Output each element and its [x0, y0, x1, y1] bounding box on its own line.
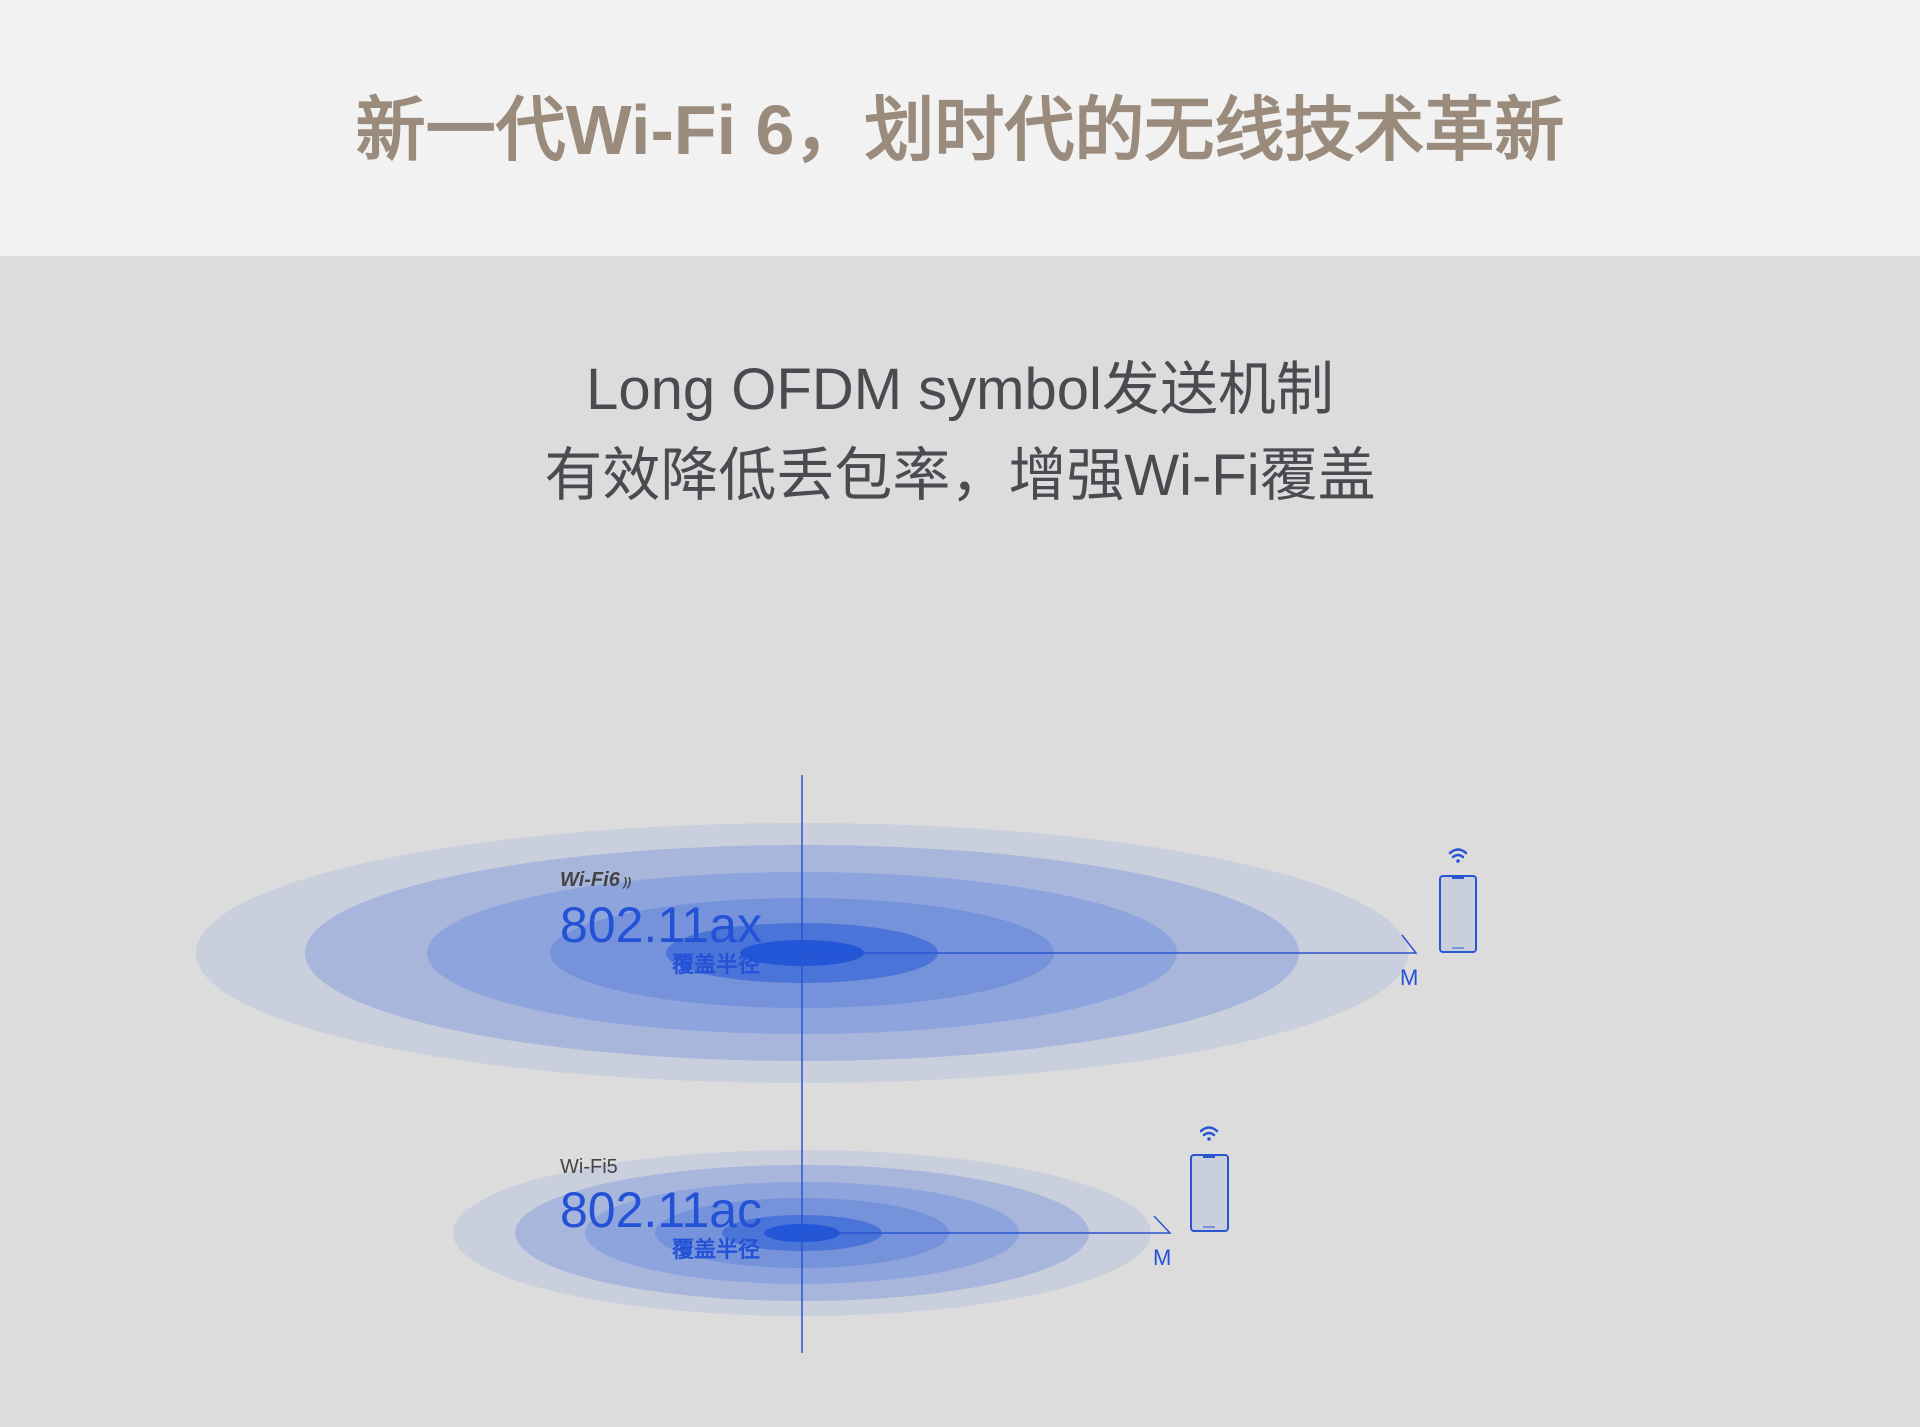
wifi6-tag: Wi-Fi6 )): [560, 869, 632, 891]
page-title: 新一代Wi-Fi 6，划时代的无线技术革新: [355, 91, 1565, 169]
wifi6-coverage: M: [196, 823, 1477, 1083]
radius-marker: M: [1153, 1245, 1171, 1270]
radius-line: [802, 934, 1418, 954]
radius-line: [802, 1215, 1172, 1234]
wifi5-radius-label: 覆盖半径: [671, 1237, 760, 1262]
wifi5-tag: Wi-Fi5: [560, 1156, 618, 1178]
subtitle-line-1: Long OFDM symbol发送机制: [586, 357, 1334, 422]
wifi6-standard: 802.11ax: [560, 897, 763, 953]
wifi6-label: Wi-Fi6 )) 802.11ax 覆盖半径: [560, 868, 763, 978]
subtitle-line-2: 有效降低丢包率，增强Wi-Fi覆盖: [544, 443, 1376, 508]
phone-icon: [1439, 875, 1477, 953]
phone-icon: [1190, 1154, 1229, 1232]
wifi-signal-icon: [1448, 848, 1468, 863]
wifi-signal-icon: [1199, 1126, 1219, 1141]
signal-icon: )): [619, 875, 632, 889]
wifi6-radius-label: 覆盖半径: [671, 952, 760, 977]
wifi5-label: Wi-Fi5 802.11ac 覆盖半径: [560, 1155, 763, 1263]
radius-marker: M: [1400, 965, 1418, 990]
wifi5-standard: 802.11ac: [560, 1182, 763, 1238]
header-band: 新一代Wi-Fi 6，划时代的无线技术革新: [0, 0, 1920, 256]
